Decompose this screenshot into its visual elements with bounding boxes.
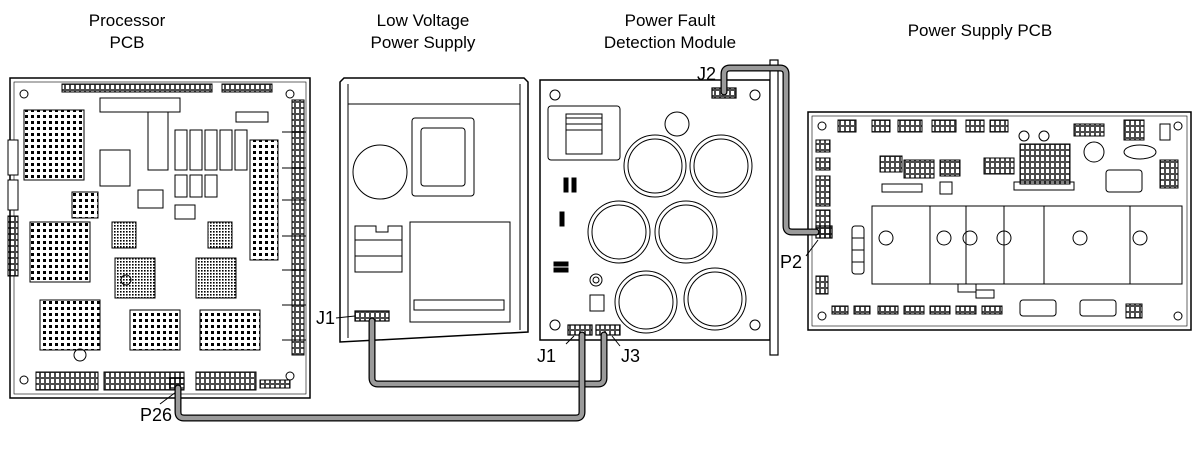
- label-j2: J2: [697, 64, 717, 84]
- label-p26: P26: [140, 405, 173, 425]
- power-fault-detection-module: [539, 59, 779, 356]
- low-voltage-power-supply: [335, 77, 529, 343]
- title-power-supply-pcb: Power Supply PCB: [907, 21, 1053, 40]
- processor-pcb: [7, 77, 311, 405]
- capacitor-2: [689, 134, 753, 198]
- capacitor-1: [623, 134, 687, 198]
- capacitor-4: [654, 200, 718, 264]
- power-supply-pcb: [805, 111, 1192, 331]
- label-j1-pfdm: J1: [537, 346, 557, 366]
- capacitor-3: [587, 200, 651, 264]
- relay-knob: [878, 230, 1148, 246]
- cable-pfdm-to-power-supply-pcb: [720, 64, 820, 236]
- label-j3: J3: [621, 346, 641, 366]
- title-low-voltage-power-supply: Low Voltage Power Supply: [370, 11, 476, 52]
- cable-processor-to-pfdm: [174, 331, 586, 422]
- capacitor-5: [614, 270, 678, 334]
- capacitor-6: [683, 267, 747, 331]
- label-p2: P2: [780, 252, 803, 272]
- title-power-fault-detection-module: Power Fault Detection Module: [603, 11, 737, 52]
- cable-lvps-to-pfdm: [368, 317, 608, 388]
- title-processor-pcb: Processor PCB: [88, 11, 166, 52]
- label-j1-lvps: J1: [316, 308, 336, 328]
